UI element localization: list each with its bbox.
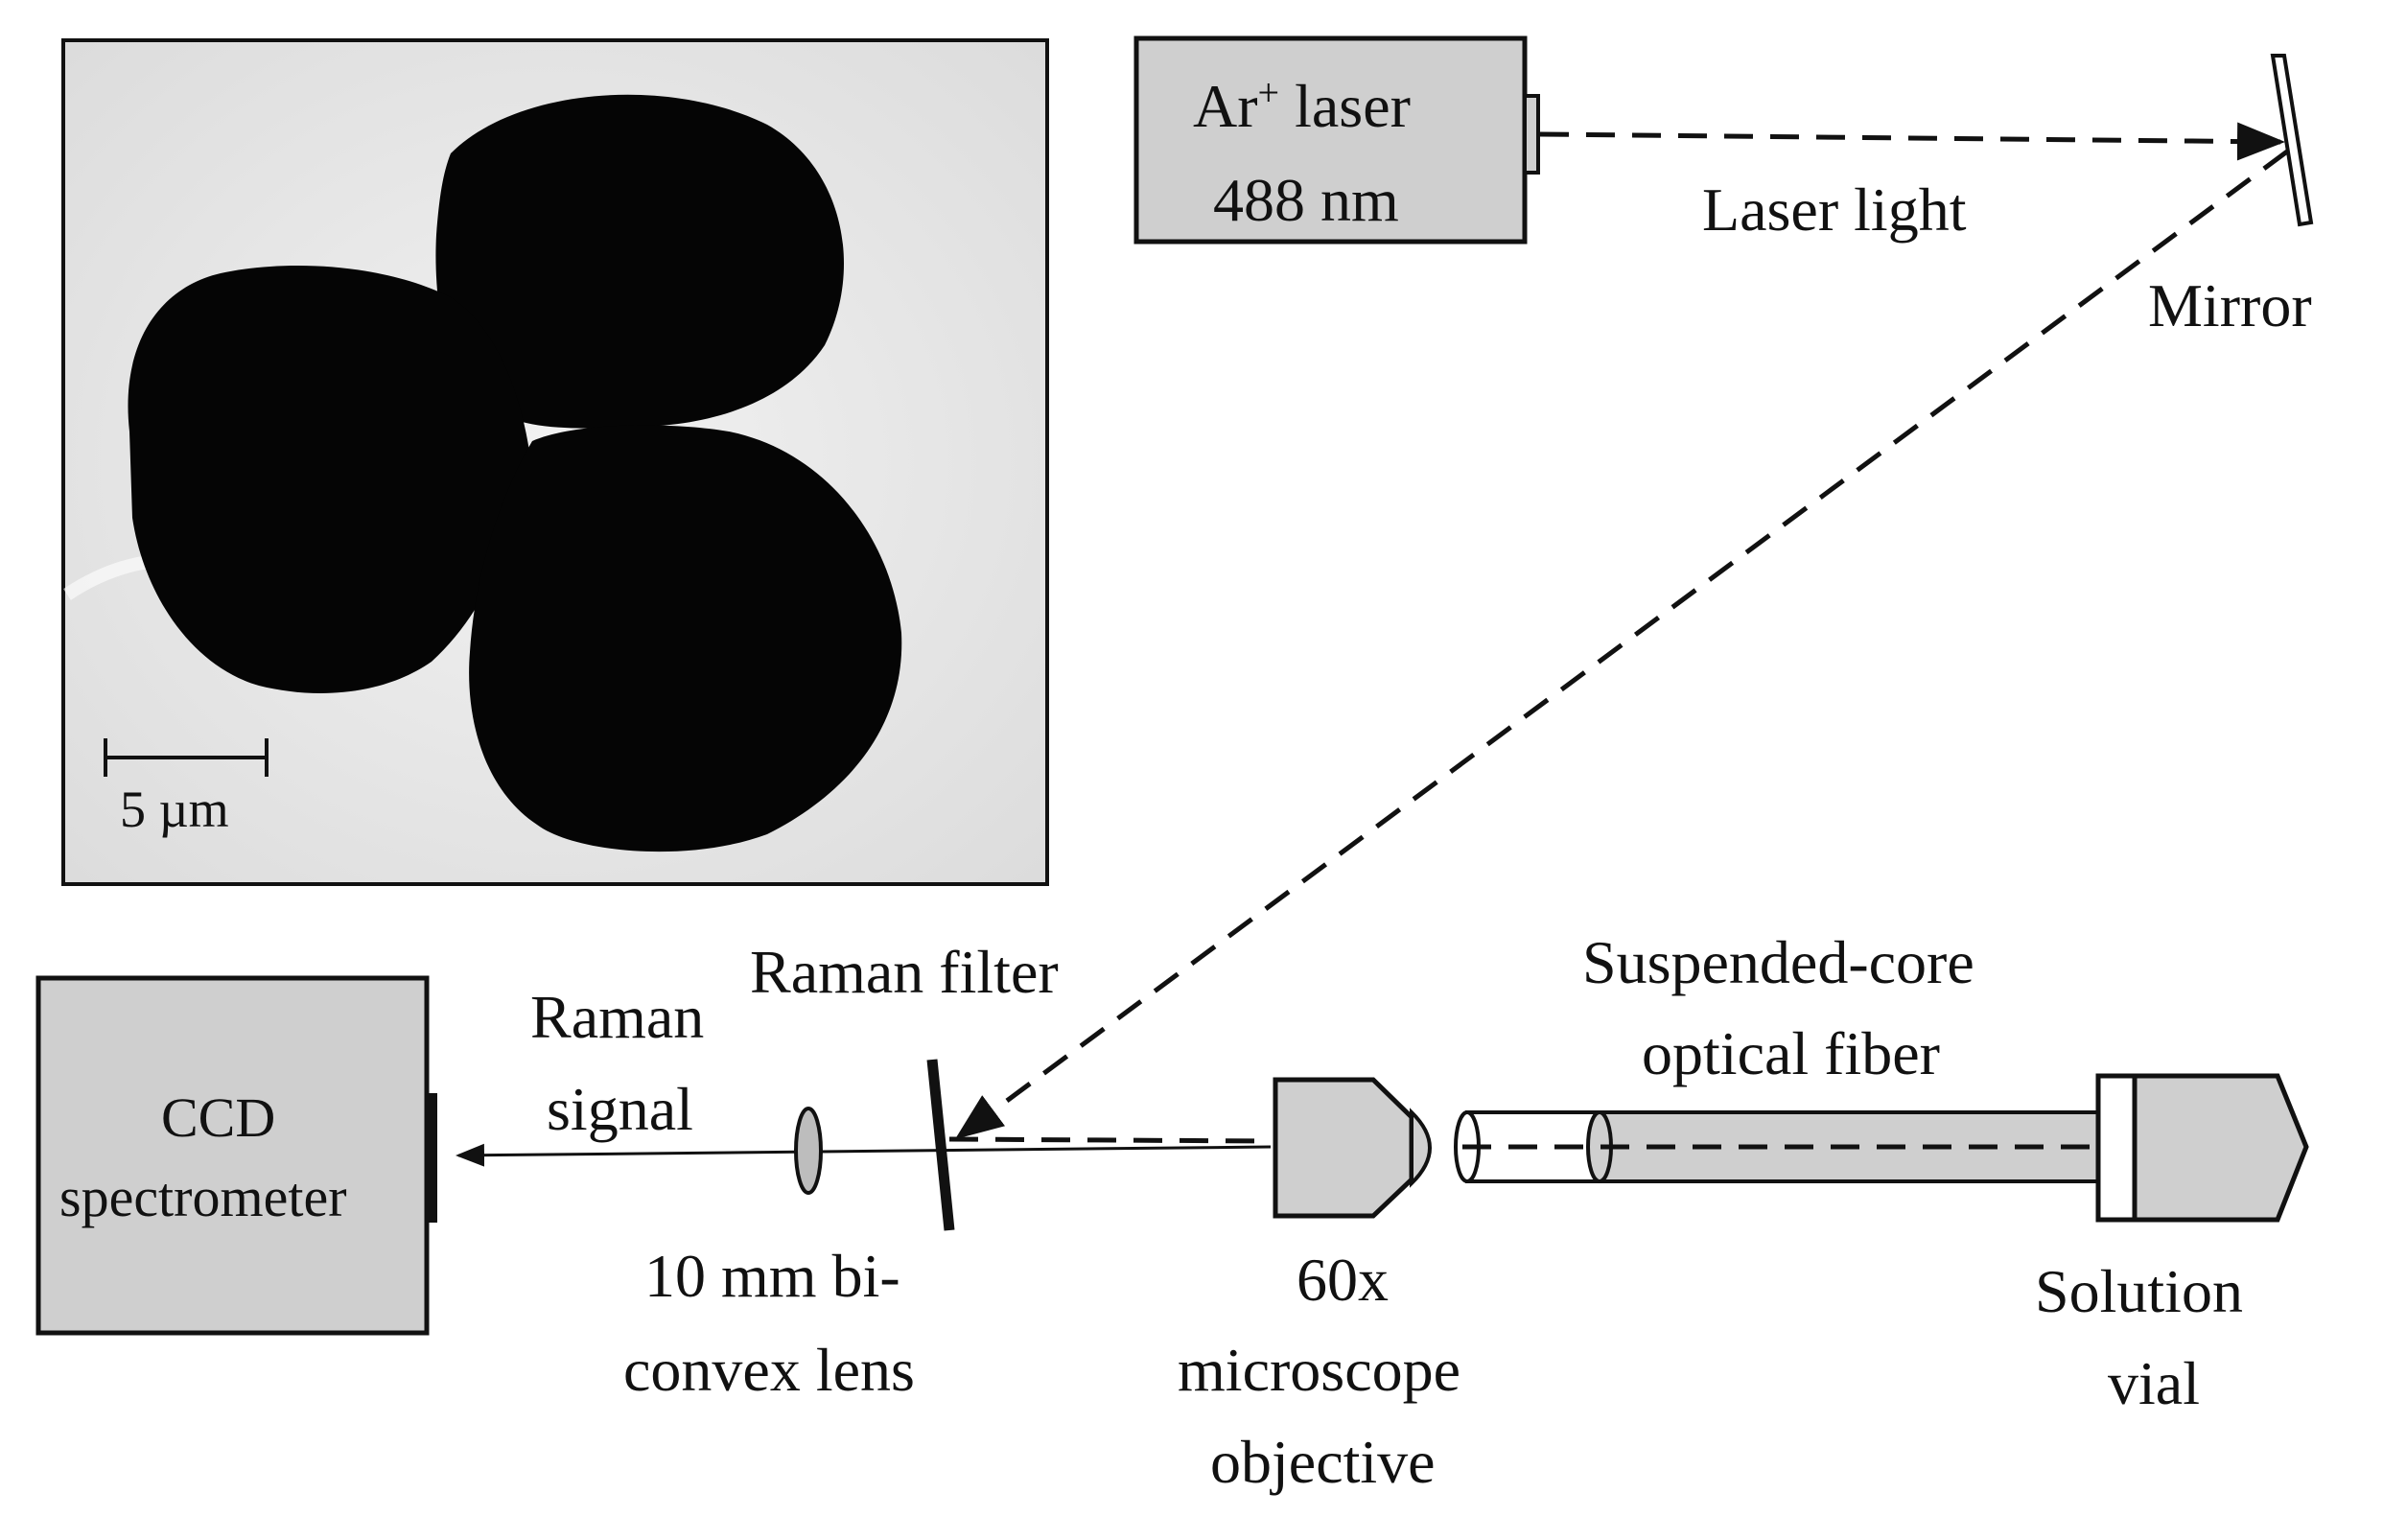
vial-body — [2132, 1073, 2309, 1223]
objective-label-1: 60x — [1297, 1246, 1389, 1314]
raman-signal-label-1: Raman — [530, 983, 704, 1051]
raman-filter-plate — [926, 1059, 955, 1231]
ccd-slit — [426, 1093, 437, 1223]
raman-signal-label-2: signal — [547, 1075, 693, 1143]
ccd-box — [35, 975, 430, 1336]
ccd-label-2: spectrometer — [59, 1166, 347, 1228]
laser-label-line1: Ar+ laser — [1193, 71, 1411, 141]
fiber-cross-section-micrograph: 5 µm — [61, 38, 1049, 886]
ccd-spectrometer: CCD spectrometer — [35, 975, 437, 1336]
solution-vial: Solution vial — [2035, 1073, 2309, 1417]
fiber-label-1: Suspended-core — [1582, 928, 1974, 996]
scale-bar-label: 5 µm — [120, 781, 229, 838]
objective-tip — [1410, 1108, 1432, 1188]
particle-right — [469, 425, 902, 852]
suspended-core-fiber: Suspended-core optical fiber — [1454, 928, 2162, 1183]
objective-label-3: objective — [1210, 1428, 1436, 1496]
raman-signal-line — [456, 1143, 1272, 1167]
lens-shape — [794, 1107, 823, 1195]
fiber-label-2: optical fiber — [1642, 1019, 1940, 1087]
ccd-label-1: CCD — [161, 1086, 275, 1149]
mirror-label: Mirror — [2148, 271, 2312, 339]
laser-label-line2: 488 nm — [1213, 166, 1399, 234]
mirror: Mirror — [2148, 54, 2314, 339]
beam-filter-to-objective — [948, 1136, 1272, 1144]
laser-box — [1133, 35, 1528, 245]
lens-label-2: convex lens — [623, 1336, 915, 1404]
particle-left — [128, 266, 530, 693]
raman-filter: Raman filter — [750, 938, 1059, 1231]
lens-label-1: 10 mm bi- — [644, 1242, 900, 1310]
raman-filter-label: Raman filter — [750, 938, 1059, 1006]
laser-light-label: Laser light — [1702, 175, 1967, 244]
vial-label-1: Solution — [2035, 1257, 2243, 1325]
laser-beam — [1539, 122, 2285, 161]
vial-cap — [2095, 1073, 2138, 1223]
biconvex-lens: 10 mm bi- convex lens — [623, 1107, 915, 1404]
objective-body — [1273, 1077, 1414, 1219]
objective-label-2: microscope — [1178, 1336, 1460, 1404]
argon-laser: Ar+ laser 488 nm — [1133, 35, 1540, 245]
mirror-plate — [2270, 54, 2314, 227]
microscope-objective: 60x microscope objective — [1178, 1077, 1460, 1496]
vial-label-2: vial — [2108, 1349, 2200, 1417]
particle-top — [435, 94, 844, 429]
laser-aperture — [1523, 94, 1540, 175]
